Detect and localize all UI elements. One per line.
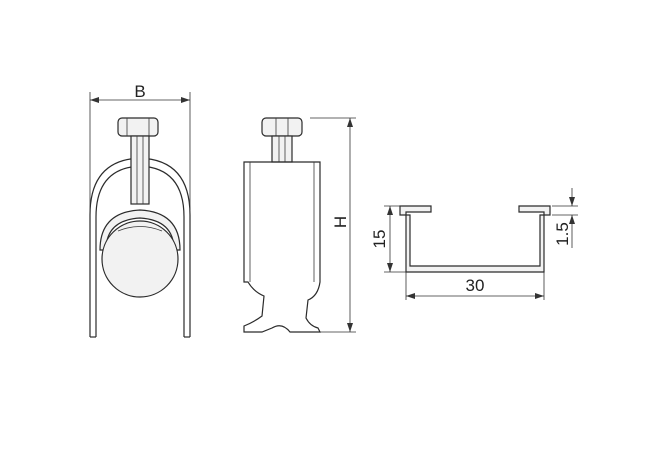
dimension-15-label: 15 [370, 230, 389, 249]
side-view [243, 117, 321, 333]
dimension-h: H [310, 117, 356, 333]
clamp-side-profile [243, 161, 321, 333]
rail-profile [399, 205, 551, 273]
screw-shank-front [130, 135, 150, 205]
dimension-1-5: 1.5 [552, 188, 578, 248]
dimension-30: 30 [405, 272, 545, 300]
cable-cross-section [101, 220, 179, 298]
screw-shank-side [271, 135, 293, 163]
dimension-1-5-label: 1.5 [553, 222, 572, 246]
screw-head-side [261, 117, 303, 137]
cable-inner-arc [117, 226, 163, 232]
screw-head-front [117, 117, 159, 137]
dimension-15: 15 [370, 205, 406, 273]
dimension-30-label: 30 [466, 276, 485, 295]
rail-section [399, 205, 551, 273]
dimension-b-label: B [134, 82, 145, 101]
front-view [89, 117, 191, 338]
dimension-b: B [89, 82, 191, 210]
pressure-saddle [99, 209, 181, 251]
dimension-h-label: H [331, 216, 350, 228]
